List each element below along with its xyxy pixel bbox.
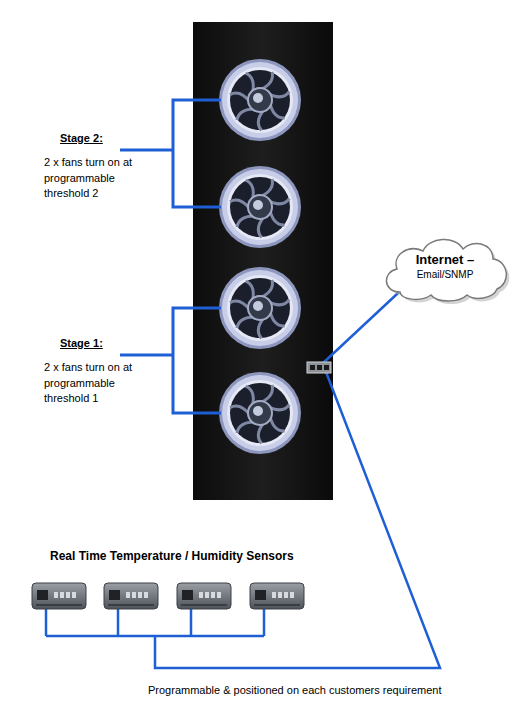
sensor <box>177 583 231 609</box>
fan <box>219 166 301 248</box>
stage-brackets <box>120 100 221 413</box>
cloud-subtext: Email/SNMP <box>417 268 474 282</box>
fan <box>219 59 301 141</box>
sensor <box>32 583 86 609</box>
cloud-outline <box>378 232 512 304</box>
fan <box>219 372 301 454</box>
sensor-bus <box>46 635 264 638</box>
sensor-wire <box>155 372 440 668</box>
bracket <box>173 100 221 207</box>
annotation-text: 2 x fans turn on at programmable thresho… <box>44 360 154 407</box>
sensor <box>104 583 158 609</box>
bracket-leader <box>120 354 173 357</box>
annotation-text: Stage 1: <box>60 336 103 352</box>
bracket <box>173 308 221 413</box>
label-box: Real Time Temperature / Humidity Sensors <box>50 549 294 565</box>
network-port <box>307 362 331 373</box>
label-box: 2 x fans turn on at programmable thresho… <box>44 155 154 202</box>
annotation-text: Stage 2: <box>60 131 103 147</box>
fan <box>219 267 301 349</box>
annotation-text: Real Time Temperature / Humidity Sensors <box>50 549 294 565</box>
cloud-shape <box>386 239 506 301</box>
sensor <box>250 583 304 609</box>
annotation-text: 2 x fans turn on at programmable thresho… <box>44 155 154 202</box>
internet-cloud: Internet –Email/SNMP <box>378 232 512 304</box>
cloud-text-group: Internet –Email/SNMP <box>416 251 475 282</box>
wires <box>46 280 440 668</box>
label-box: Programmable & positioned on each custom… <box>148 683 441 699</box>
label-box: 2 x fans turn on at programmable thresho… <box>44 360 154 407</box>
label-box: Stage 2: <box>60 131 103 147</box>
cloud-heading: Internet – <box>416 251 475 268</box>
rack-panel <box>193 22 333 500</box>
label-box: Stage 1: <box>60 336 103 352</box>
annotation-text: Programmable & positioned on each custom… <box>148 683 441 699</box>
bracket-leader <box>120 149 173 152</box>
